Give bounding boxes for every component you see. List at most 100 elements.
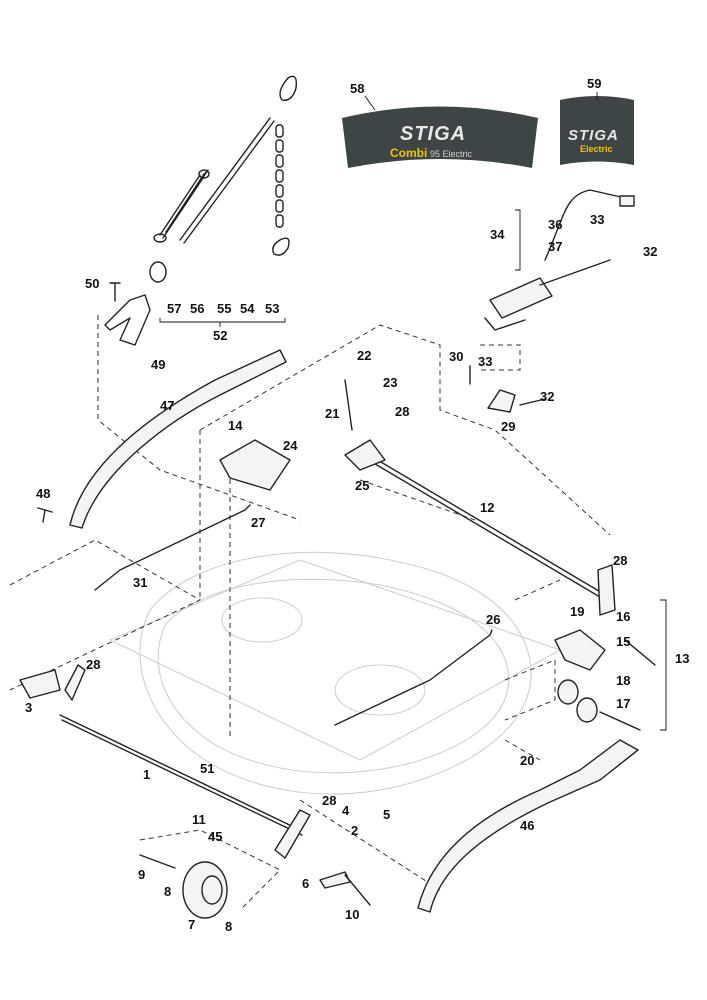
callout-20: 20 xyxy=(520,753,534,768)
callout-59: 59 xyxy=(587,76,601,91)
decal-59-model: Electric xyxy=(580,144,613,154)
callout-21: 21 xyxy=(325,406,339,421)
roller-18b xyxy=(576,697,598,723)
pin-32b xyxy=(519,398,546,406)
callout-10: 10 xyxy=(345,907,359,922)
decal-58-model: Combi xyxy=(390,146,427,160)
callout-1: 1 xyxy=(143,767,150,782)
chain-55 xyxy=(179,117,275,244)
ring-57 xyxy=(149,261,167,283)
decal-58: STIGA Combi 95 Electric xyxy=(342,106,538,168)
callout-36: 36 xyxy=(548,217,562,232)
callout-28c: 28 xyxy=(86,657,100,672)
callout-4: 4 xyxy=(342,803,350,818)
callout-28a: 28 xyxy=(395,404,409,419)
bolt-10 xyxy=(344,874,371,906)
callout-16: 16 xyxy=(616,609,630,624)
axle-1 xyxy=(59,714,301,831)
lever-47 xyxy=(69,349,287,529)
bracket-49 xyxy=(104,294,151,346)
callout-8a: 8 xyxy=(164,884,171,899)
lever-46 xyxy=(417,739,639,913)
callout-8b: 8 xyxy=(225,919,232,934)
callout-49: 49 xyxy=(151,357,165,372)
callout-33a: 33 xyxy=(590,212,604,227)
wheel-7-group xyxy=(139,854,371,919)
callout-18: 18 xyxy=(616,673,630,688)
callout-3: 3 xyxy=(25,700,32,715)
lever-47-shape xyxy=(69,349,287,529)
callout-29: 29 xyxy=(501,419,515,434)
callout-58: 58 xyxy=(350,81,364,96)
connector xyxy=(619,195,635,207)
decal-58-brand: STIGA xyxy=(400,123,466,145)
callout-22: 22 xyxy=(357,348,371,363)
bracket-16 xyxy=(554,629,606,671)
decal-59-shape xyxy=(560,96,634,165)
callout-26: 26 xyxy=(486,612,500,627)
actuator-body xyxy=(489,277,553,319)
callout-7: 7 xyxy=(188,917,195,932)
callout-45: 45 xyxy=(208,829,222,844)
callout-52: 52 xyxy=(213,328,227,343)
callout-24: 24 xyxy=(283,438,298,453)
callout-53: 53 xyxy=(265,301,279,316)
callout-15: 15 xyxy=(616,634,630,649)
shaft-12-group xyxy=(344,379,616,616)
chain-spring-assembly xyxy=(104,75,298,346)
callout-37: 37 xyxy=(548,239,562,254)
callout-31: 31 xyxy=(133,575,147,590)
callout-32b: 32 xyxy=(540,389,554,404)
callout-55: 55 xyxy=(217,301,231,316)
arm-a xyxy=(64,664,86,701)
shaft-12 xyxy=(359,454,606,601)
callout-11: 11 xyxy=(192,812,206,827)
callout-50: 50 xyxy=(85,276,99,291)
callout-13: 13 xyxy=(675,651,689,666)
callout-46: 46 xyxy=(520,818,534,833)
bracket-25 xyxy=(344,439,386,471)
mower-deck-ghost xyxy=(108,551,562,795)
decal-59-brand: STIGA xyxy=(568,127,619,144)
callout-33b: 33 xyxy=(478,354,492,369)
bracket-29-group xyxy=(469,365,546,413)
actuator-mount xyxy=(484,317,526,331)
callout-57: 57 xyxy=(167,301,181,316)
rod-27 xyxy=(94,504,251,591)
pin-9 xyxy=(139,854,176,869)
rod-26 xyxy=(334,629,493,726)
pin-15 xyxy=(624,639,656,666)
callout-27: 27 xyxy=(251,515,265,530)
arm-b xyxy=(274,809,311,859)
callouts: 58 59 50 57 56 55 54 53 52 49 36 33 34 3… xyxy=(25,76,689,934)
bracket-6 xyxy=(319,871,351,889)
chain-54 xyxy=(275,124,284,228)
callout-6: 6 xyxy=(302,876,309,891)
decal-59: STIGA Electric xyxy=(560,96,634,165)
bolt-50 xyxy=(109,282,121,302)
callout-48: 48 xyxy=(36,486,50,501)
axle-1-group xyxy=(19,664,311,859)
actuator-rod xyxy=(539,259,611,286)
pin-17 xyxy=(599,711,641,731)
callout-5: 5 xyxy=(383,807,390,822)
screw-48 xyxy=(37,507,53,523)
callout-30: 30 xyxy=(449,349,463,364)
callout-23: 23 xyxy=(383,375,397,390)
spring-56 xyxy=(153,169,210,243)
callout-51: 51 xyxy=(200,761,214,776)
arm-12 xyxy=(597,564,616,616)
callout-34: 34 xyxy=(490,227,505,242)
callout-17: 17 xyxy=(616,696,630,711)
callout-9: 9 xyxy=(138,867,145,882)
bracket-14 xyxy=(219,439,291,491)
hook-top xyxy=(279,75,298,101)
decal-58-shape xyxy=(342,106,538,168)
hook-53 xyxy=(272,237,290,256)
callout-56: 56 xyxy=(190,301,204,316)
callout-32a: 32 xyxy=(643,244,657,259)
decal-58-variant: 95 Electric xyxy=(430,149,473,159)
bracket-16-group xyxy=(554,629,656,731)
callout-14: 14 xyxy=(228,418,243,433)
